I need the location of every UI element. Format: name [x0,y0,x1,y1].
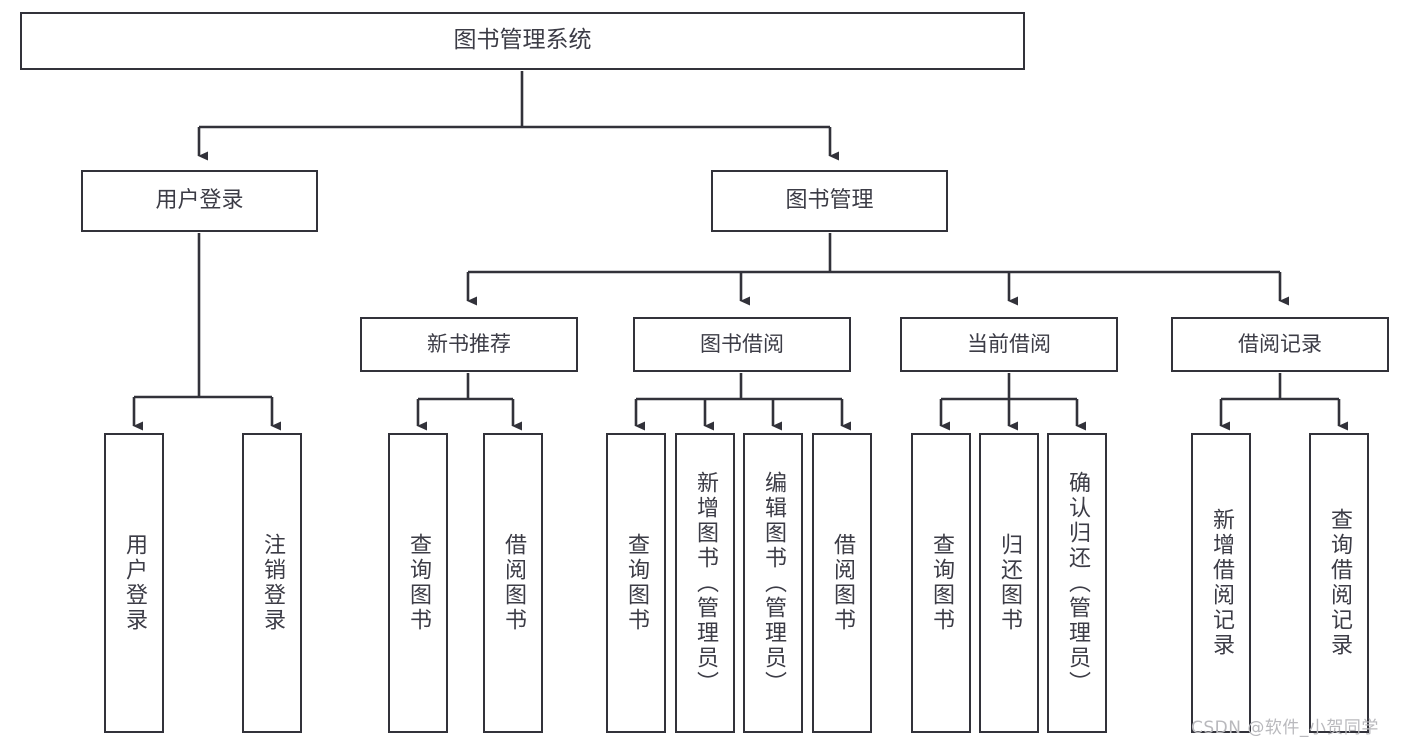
leaf-book-borrow-borrow-book[interactable]: 借阅图书 [812,433,872,733]
node-root-book-management-system[interactable]: 图书管理系统 [20,12,1025,70]
node-label: 借阅图书 [501,533,526,633]
csdn-watermark: CSDN @软件_小贺同学 [1191,718,1379,738]
node-book-borrow[interactable]: 图书借阅 [633,317,851,372]
node-label: 查询图书 [929,533,954,633]
node-label: 当前借阅 [967,332,1051,357]
node-label: 确认归还（管理员） [1065,470,1090,696]
node-borrow-record[interactable]: 借阅记录 [1171,317,1389,372]
node-label: 图书管理系统 [453,27,592,54]
node-label: 用户登录 [122,533,147,633]
node-label: 查询借阅记录 [1327,508,1352,658]
leaf-user-login-login[interactable]: 用户登录 [104,433,164,733]
node-label: 查询图书 [624,533,649,633]
node-label: 借阅图书 [830,533,855,633]
node-book-management[interactable]: 图书管理 [711,170,948,232]
node-label: 新书推荐 [427,332,511,357]
node-current-borrow[interactable]: 当前借阅 [900,317,1118,372]
node-label: 编辑图书（管理员） [761,470,786,696]
leaf-borrow-record-query-record[interactable]: 查询借阅记录 [1309,433,1369,733]
leaf-current-borrow-confirm-return-admin[interactable]: 确认归还（管理员） [1047,433,1107,733]
leaf-new-book-borrow-book[interactable]: 借阅图书 [483,433,543,733]
leaf-current-borrow-return-book[interactable]: 归还图书 [979,433,1039,733]
node-label: 新增借阅记录 [1209,508,1234,658]
leaf-book-borrow-edit-book-admin[interactable]: 编辑图书（管理员） [743,433,803,733]
node-label: 归还图书 [997,533,1022,633]
node-label: 用户登录 [155,188,244,214]
leaf-book-borrow-query-book[interactable]: 查询图书 [606,433,666,733]
node-label: 查询图书 [406,533,431,633]
node-label: 注销登录 [260,533,285,633]
leaf-new-book-query-book[interactable]: 查询图书 [388,433,448,733]
node-label: 图书借阅 [700,332,784,357]
node-user-login[interactable]: 用户登录 [81,170,318,232]
leaf-borrow-record-add-record[interactable]: 新增借阅记录 [1191,433,1251,733]
node-label: 新增图书（管理员） [693,470,718,696]
leaf-user-login-logout[interactable]: 注销登录 [242,433,302,733]
leaf-book-borrow-add-book-admin[interactable]: 新增图书（管理员） [675,433,735,733]
node-label: 借阅记录 [1238,332,1322,357]
node-new-book-recommend[interactable]: 新书推荐 [360,317,578,372]
leaf-current-borrow-query-book[interactable]: 查询图书 [911,433,971,733]
node-label: 图书管理 [785,188,874,214]
